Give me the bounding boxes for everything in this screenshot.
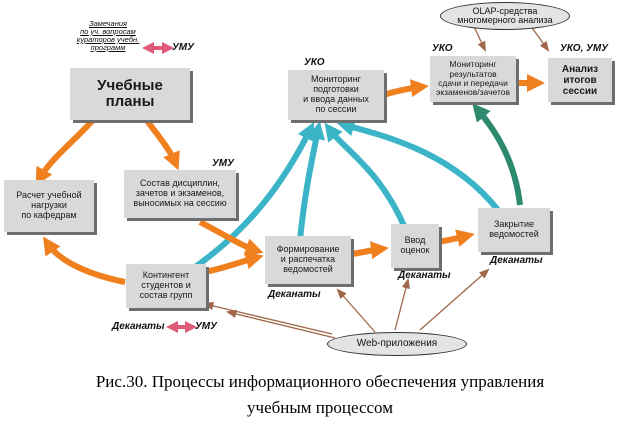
monitoring-prep-box: Мониторинг подготовки и ввода данных по … [288, 70, 384, 120]
monitoring-results-box: Мониторинг результатов сдачи и передачи … [430, 56, 516, 102]
flow-close-to-results [472, 103, 523, 206]
deans-label-bottom: Деканаты [112, 321, 165, 332]
disciplines-box: Состав дисциплин, зачетов и экзаменов, в… [124, 170, 236, 218]
arrow-web-to-sheets [336, 288, 376, 333]
figure-caption-line-2: учебным процессом [247, 398, 393, 417]
arrow-web-to-contingent-2 [225, 309, 336, 339]
orange-flows [35, 74, 545, 285]
flow-disciplines-to-sheets [198, 219, 264, 256]
flow-prep-to-results [382, 79, 429, 98]
flow-close-to-prep [336, 118, 501, 212]
deans-label-grades: Деканаты [398, 270, 451, 281]
deans-label-sheets: Деканаты [268, 289, 321, 300]
figure-caption-line-1: Рис.30. Процессы информационного обеспеч… [95, 372, 545, 391]
deans-label-close: Деканаты [490, 255, 543, 266]
curricula-box: Учебные планы [70, 68, 190, 120]
flow-sheets-to-grades [351, 241, 389, 260]
load-calc-box: Расчет учебной нагрузки по кафедрам [4, 180, 94, 232]
uko-label-results: УКО [432, 43, 453, 54]
flow-contingent-to-sheets [204, 251, 264, 275]
flow-grades-to-prep [324, 122, 408, 230]
curators-note: Замечания по уч. вопросам кураторов учеб… [76, 19, 140, 52]
umu-label-top: УМУ [172, 42, 194, 53]
arrow-web-to-grades [394, 277, 410, 331]
flow-contingent-to-prep [186, 121, 315, 275]
olap-tools-ellipse: OLAP-средства многомерного анализа [440, 2, 570, 30]
thin-arrows [202, 17, 550, 339]
umu-label-bottom: УМУ [195, 321, 217, 332]
flow-grades-to-close [437, 229, 475, 247]
grades-box: Ввод оценок [391, 224, 439, 268]
flow-contingent-to-load [43, 236, 126, 285]
flow-curricula-to-disciplines [142, 116, 180, 171]
sheets-box: Формирование и распечатка ведомостей [265, 236, 351, 284]
umu-label-disciplines: УМУ [212, 158, 234, 169]
cyan-flows [186, 118, 501, 275]
web-apps-ellipse: Web-приложения [327, 332, 467, 356]
flow-curricula-to-load [35, 115, 98, 186]
arrow-web-to-close [419, 268, 490, 331]
uko-umu-label: УКО, УМУ [560, 43, 608, 54]
contingent-box: Контингент студентов и состав групп [126, 264, 206, 308]
analysis-box: Анализ итогов сессии [548, 58, 612, 102]
close-sheets-box: Закрытие ведомостей [478, 208, 550, 252]
arrow-web-to-contingent [202, 301, 333, 335]
flow-sheets-to-prep [297, 121, 326, 241]
uko-label-prep: УКО [304, 57, 325, 68]
